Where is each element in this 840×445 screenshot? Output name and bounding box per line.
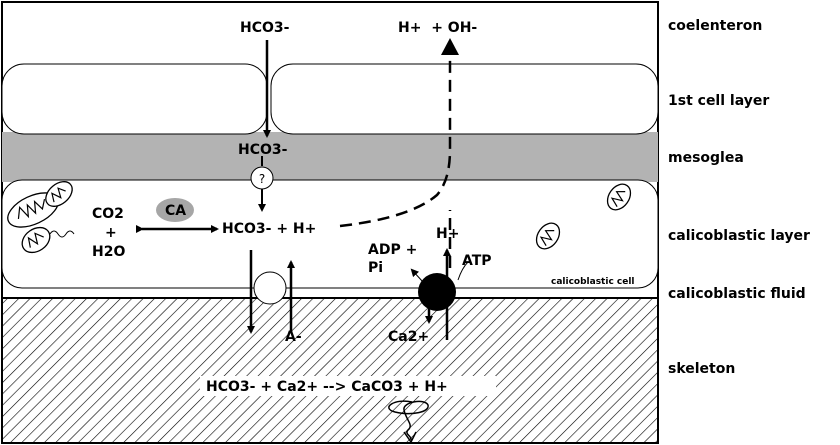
co2-label: CO2	[92, 206, 124, 222]
label-mesoglea: mesoglea	[668, 150, 744, 166]
calicoblastic-cell-label: calicoblastic cell	[551, 277, 635, 287]
label-calicoblastic-fluid: calicoblastic fluid	[668, 286, 806, 302]
first-layer-cell-right	[270, 63, 659, 135]
hco3-mesoglea: HCO3-	[238, 142, 288, 158]
deposition-arrowhead-icon	[403, 431, 417, 444]
anion-label: A-	[285, 329, 302, 345]
adp-release-arrow	[410, 268, 424, 283]
first-layer-cell-left	[1, 63, 268, 135]
mitochondrion-icon	[606, 183, 632, 211]
h-oh-products: H+ + OH-	[398, 20, 477, 36]
adp-label: ADP +	[368, 242, 417, 258]
mitochondrion-icon	[45, 181, 73, 207]
plus-label: +	[105, 225, 117, 241]
transporter-question-mark: ?	[259, 172, 265, 186]
mitochondrion-icon	[21, 226, 75, 254]
pi-label: Pi	[368, 260, 383, 276]
label-first-cell-layer: 1st cell layer	[668, 93, 769, 109]
proton-efflux-dashed-path	[339, 55, 452, 228]
h-plus-pump-label: H+	[436, 226, 459, 242]
label-coelenteron: coelenteron	[668, 18, 762, 34]
calcification-reaction: HCO3- + Ca2+ --> CaCO3 + H+	[206, 379, 448, 395]
ca-enzyme-label: CA	[165, 203, 186, 219]
mesoglea-band	[2, 132, 658, 182]
atp-link-line	[457, 261, 469, 281]
anion-exchanger-icon	[253, 271, 287, 305]
label-calicoblastic-layer: calicoblastic layer	[668, 228, 810, 244]
hco3-h-label: HCO3- + H+	[222, 221, 316, 237]
hco3-coelenteron: HCO3-	[240, 20, 290, 36]
carbonic-anhydrase-enzyme	[156, 198, 194, 222]
label-skeleton: skeleton	[668, 361, 735, 377]
reaction-text-background	[200, 376, 496, 396]
mitochondrion-icon	[535, 222, 561, 250]
calcium-label: Ca2+	[388, 329, 429, 345]
skeleton-region	[1, 297, 659, 444]
carbonate-deposition-squiggle	[388, 400, 429, 441]
h2o-label: H2O	[92, 244, 125, 260]
ca-atpase-pump-icon	[418, 273, 456, 311]
atp-label: ATP	[462, 253, 492, 269]
proton-efflux-arrowhead-icon	[441, 38, 459, 55]
